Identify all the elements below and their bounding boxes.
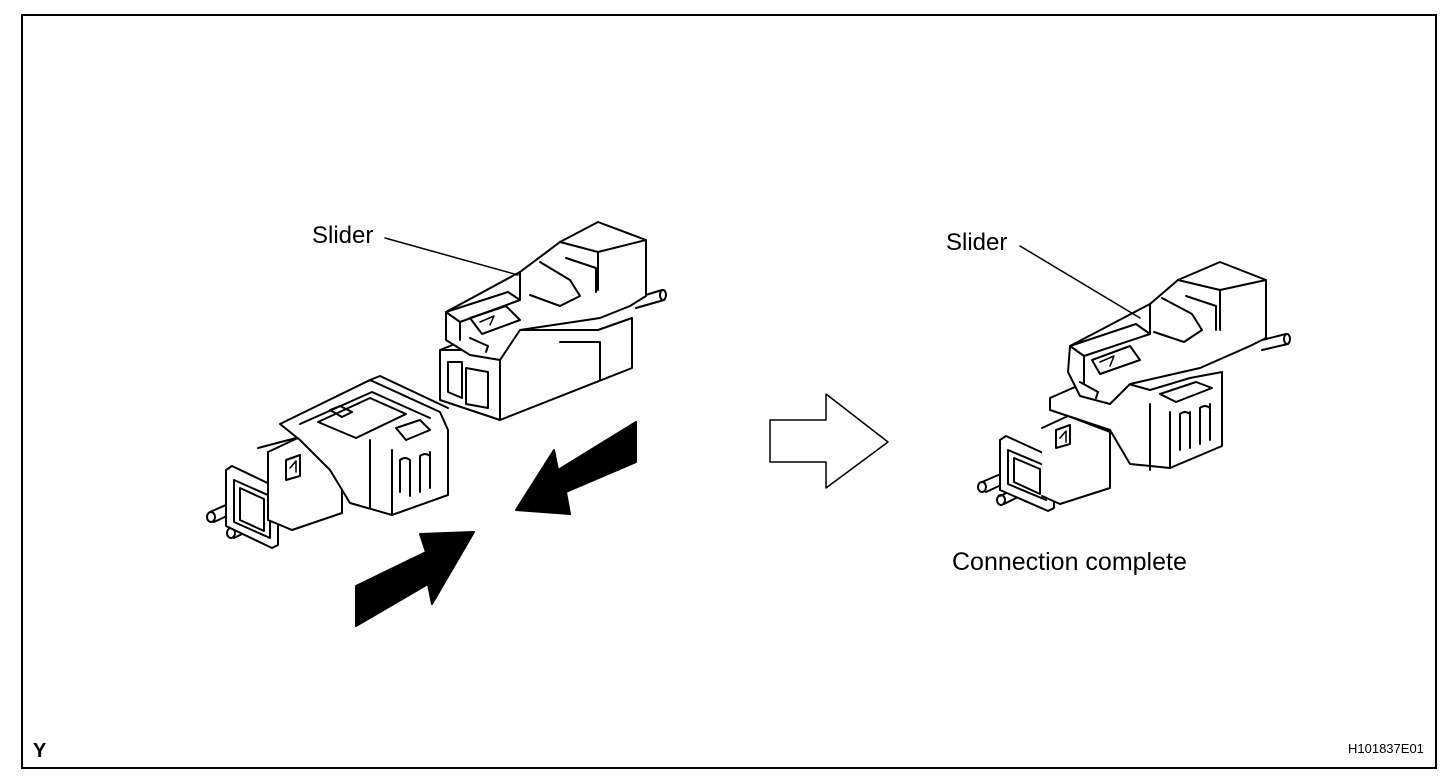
push-arrow-icon: [355, 531, 475, 627]
slider-label-left: Slider: [312, 222, 374, 249]
push-arrow-icon: [515, 421, 637, 515]
slider-leader-left: [384, 237, 519, 276]
figure-frame: [21, 14, 1437, 769]
slider-leader-right: [1019, 245, 1141, 319]
figure-code: H101837E01: [1348, 741, 1424, 756]
female-connector: [439, 221, 667, 421]
male-connector: [206, 375, 449, 549]
connected-assembly: [977, 261, 1291, 512]
connection-complete-caption: Connection complete: [952, 548, 1187, 576]
transition-arrow-icon: [769, 393, 889, 489]
slider-label-right: Slider: [946, 229, 1008, 256]
corner-letter: Y: [33, 740, 47, 762]
